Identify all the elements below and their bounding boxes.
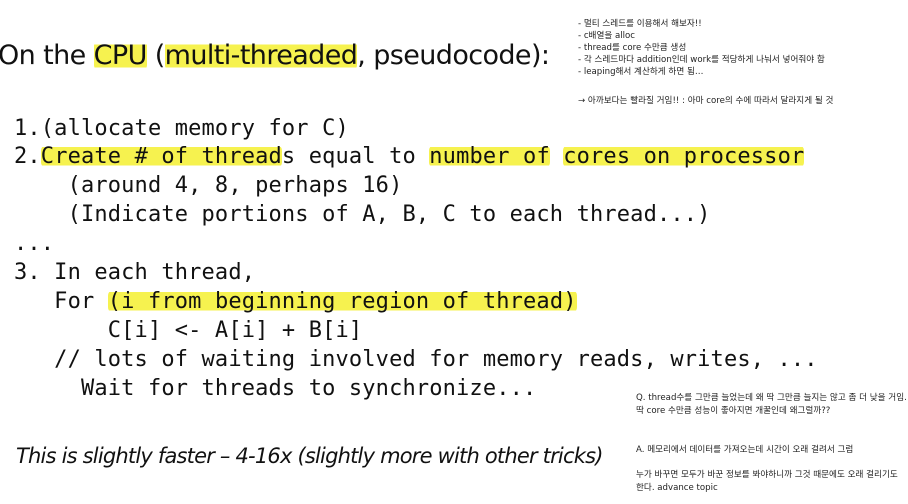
code-line-7-prefix: For [14, 289, 108, 314]
speedup-summary: This is slightly faster – 4-16x (slightl… [16, 444, 603, 468]
note-top-3: - 각 스레드마다 addition인데 work를 적당하게 나눠서 넣어줘야… [578, 55, 825, 65]
code-highlight-cores-on-processor: cores on processor [563, 144, 805, 169]
code-line-2-space [550, 144, 563, 169]
code-line-6: 3. In each thread, [14, 260, 256, 285]
note-top-0: - 멀티 스레드를 이용해서 해보자!! [578, 19, 702, 29]
code-highlight-region: (i from beginning region of thread) [107, 289, 577, 314]
code-line-10: Wait for threads to synchronize... [14, 376, 537, 401]
title-multi-threaded-highlight: multi-threaded [164, 40, 358, 71]
code-line-2: 2.Create # of threads equal to number of… [14, 144, 805, 169]
note-top-1: - c배열을 alloc [578, 31, 636, 41]
title-prefix: On the [0, 40, 94, 71]
title-cpu-highlight: CPU [93, 40, 147, 71]
code-line-7: For (i from beginning region of thread) [14, 289, 577, 314]
code-line-1: 1.(allocate memory for C) [14, 116, 349, 141]
code-line-9: // lots of waiting involved for memory r… [14, 347, 818, 372]
code-line-8: C[i] <- A[i] + B[i] [14, 318, 363, 343]
code-highlight-number-of: number of [429, 144, 550, 169]
code-line-2-number: 2. [14, 144, 41, 169]
code-line-4: (Indicate portions of A, B, C to each th… [14, 202, 711, 227]
note-top-2: - thread를 core 수만큼 생성 [578, 43, 687, 53]
note-question: Q. thread수를 그만큼 늘었는데 왜 딱 그만큼 늘지는 않고 좀 더 … [636, 393, 907, 416]
note-extra: 누가 바꾸면 모두가 바꾼 정보를 봐야하니까 그것 때문에도 오래 걸리기도 … [636, 470, 898, 493]
code-line-2-middle: s equal to [281, 144, 430, 169]
title-paren: ( [146, 40, 166, 71]
note-answer: A. 메모리에서 데이터를 가져오는데 시간이 오래 걸려서 그럼 [636, 445, 854, 455]
title-rest: , pseudocode): [357, 40, 550, 71]
note-mid: → 아까보다는 빨라질 거임!! : 아마 core의 수에 따라서 달라지게 … [578, 96, 834, 106]
code-highlight-create-threads: Create # of thread [40, 144, 282, 169]
slide-title: On the CPU (multi-threaded, pseudocode): [0, 40, 550, 71]
code-line-3: (around 4, 8, perhaps 16) [14, 173, 403, 198]
code-line-5: ... [14, 231, 55, 256]
note-top-4: - leaping해서 계산하게 하면 됨… [578, 67, 704, 77]
